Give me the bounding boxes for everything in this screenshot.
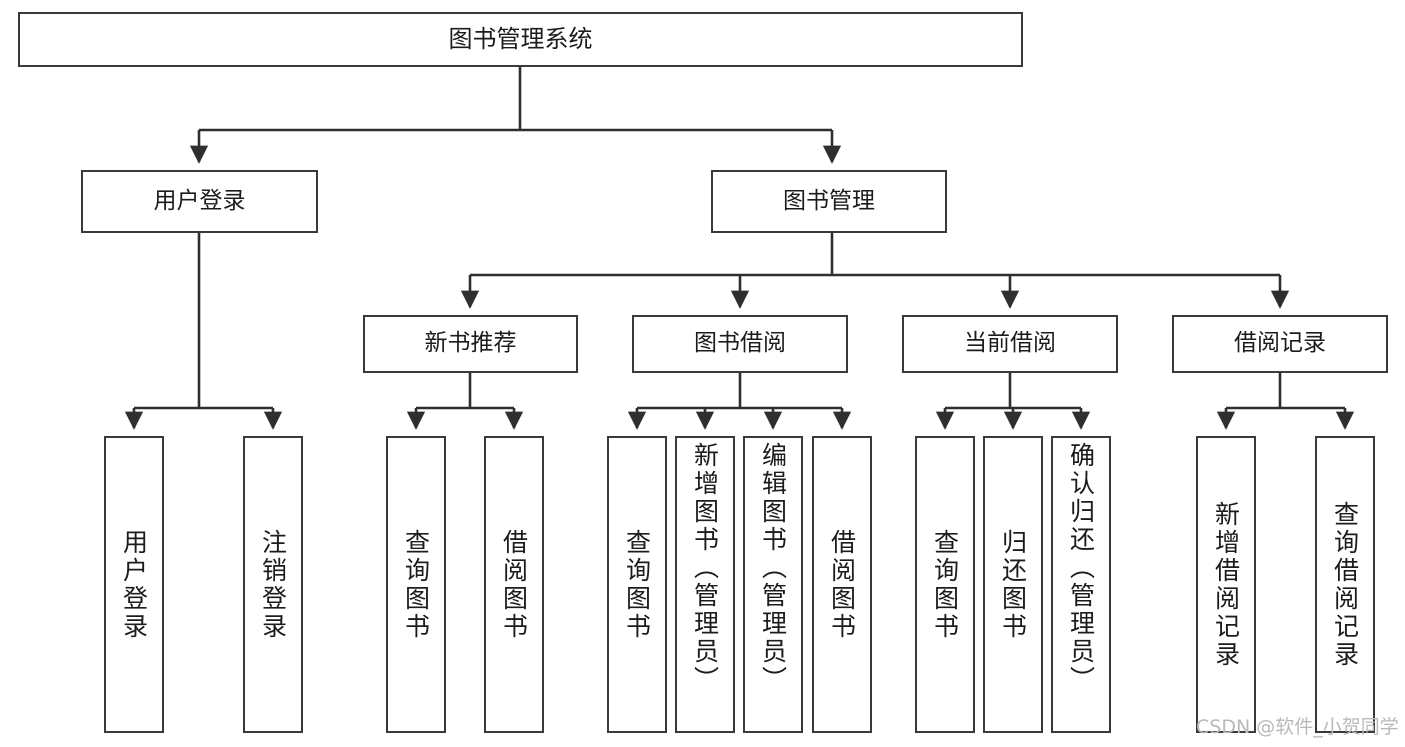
node-leaf-user-login-label: 用户登录 (119, 528, 149, 641)
node-user-login-label: 用户登录 (153, 187, 246, 214)
node-new-book-recommend[interactable]: 新书推荐 (363, 315, 578, 373)
node-leaf-query-book-newbook[interactable]: 查询图书 (386, 436, 446, 733)
node-new-book-recommend-label: 新书推荐 (424, 330, 517, 357)
node-leaf-edit-book-admin[interactable]: 编辑图书（管理员） (743, 436, 803, 733)
node-leaf-return-book-label: 归还图书 (998, 528, 1028, 641)
node-leaf-borrow-book[interactable]: 借阅图书 (812, 436, 872, 733)
node-book-management-label: 图书管理 (783, 187, 875, 214)
node-leaf-query-book-current[interactable]: 查询图书 (915, 436, 975, 733)
node-borrow-records-label: 借阅记录 (1234, 330, 1326, 357)
node-leaf-user-login[interactable]: 用户登录 (104, 436, 164, 733)
node-leaf-confirm-return-admin[interactable]: 确认归还（管理员） (1051, 436, 1111, 733)
node-leaf-add-book-admin[interactable]: 新增图书（管理员） (675, 436, 735, 733)
node-leaf-logout-label: 注销登录 (258, 528, 288, 641)
node-leaf-query-book-borrow-label: 查询图书 (622, 528, 652, 641)
node-leaf-query-borrow-record[interactable]: 查询借阅记录 (1315, 436, 1375, 733)
node-leaf-query-borrow-record-label: 查询借阅记录 (1330, 500, 1360, 669)
node-book-borrow-label: 图书借阅 (694, 330, 786, 357)
node-leaf-borrow-book-label: 借阅图书 (827, 528, 857, 641)
node-leaf-logout[interactable]: 注销登录 (243, 436, 303, 733)
node-leaf-confirm-return-admin-label: 确认归还（管理员） (1066, 442, 1096, 694)
node-root[interactable]: 图书管理系统 (18, 12, 1023, 67)
node-leaf-add-book-admin-label: 新增图书（管理员） (690, 442, 720, 694)
node-leaf-borrow-book-newbook[interactable]: 借阅图书 (484, 436, 544, 733)
node-leaf-query-book-borrow[interactable]: 查询图书 (607, 436, 667, 733)
node-leaf-query-book-current-label: 查询图书 (930, 528, 960, 641)
node-leaf-add-borrow-record[interactable]: 新增借阅记录 (1196, 436, 1256, 733)
node-leaf-query-book-newbook-label: 查询图书 (401, 528, 431, 641)
node-leaf-return-book[interactable]: 归还图书 (983, 436, 1043, 733)
node-book-borrow[interactable]: 图书借阅 (632, 315, 848, 373)
node-current-borrow[interactable]: 当前借阅 (902, 315, 1118, 373)
node-current-borrow-label: 当前借阅 (964, 330, 1056, 357)
node-root-label: 图书管理系统 (448, 25, 593, 54)
node-user-login[interactable]: 用户登录 (81, 170, 318, 233)
node-borrow-records[interactable]: 借阅记录 (1172, 315, 1388, 373)
node-leaf-add-borrow-record-label: 新增借阅记录 (1211, 500, 1241, 669)
node-book-management[interactable]: 图书管理 (711, 170, 947, 233)
node-leaf-edit-book-admin-label: 编辑图书（管理员） (758, 442, 788, 694)
csdn-watermark: CSDN @软件_小贺同学 (1196, 716, 1399, 738)
node-leaf-borrow-book-newbook-label: 借阅图书 (499, 528, 529, 641)
